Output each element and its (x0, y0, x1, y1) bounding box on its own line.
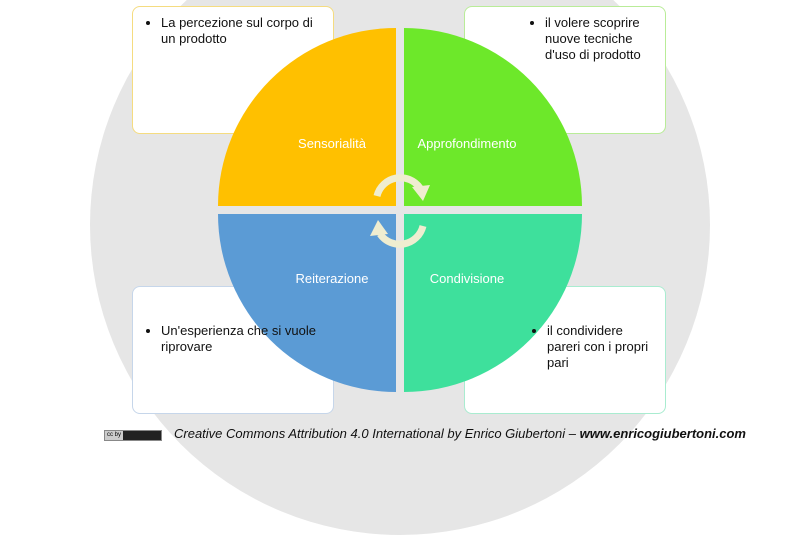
quadrant-approfondimento (404, 28, 582, 206)
quadrant-circle (218, 28, 582, 392)
arrowhead-icon (412, 185, 430, 201)
note-text: il condividere pareri con i propri pari (547, 323, 655, 371)
footer-credit: Creative Commons Attribution 4.0 Interna… (174, 426, 746, 441)
quadrant-label: Reiterazione (295, 271, 369, 286)
quadrant-condivisione (404, 214, 582, 392)
quadrant-label: Approfondimento (417, 136, 517, 151)
cc-badge-text: cc by (105, 431, 123, 440)
quadrant-reiterazione (218, 214, 396, 392)
credit-text: Creative Commons Attribution 4.0 Interna… (174, 426, 576, 441)
note-text: Un'esperienza che si vuole riprovare (161, 323, 323, 355)
note-box-reiterazione: Un'esperienza che si vuole riprovare (132, 286, 334, 414)
note-text: La percezione sul corpo di un prodotto (161, 15, 323, 47)
quadrant-label: Sensorialità (298, 136, 366, 151)
cycle-arrows-icon (373, 174, 427, 248)
cc-license-badge: cc by (104, 430, 162, 441)
website-link[interactable]: www.enricogiubertoni.com (579, 426, 746, 441)
note-text: il volere scoprire nuove tecniche d'uso … (545, 15, 655, 63)
arrowhead-icon (370, 220, 388, 236)
quadrant-sensorialita (218, 28, 396, 206)
quadrant-label: Condivisione (429, 271, 505, 286)
